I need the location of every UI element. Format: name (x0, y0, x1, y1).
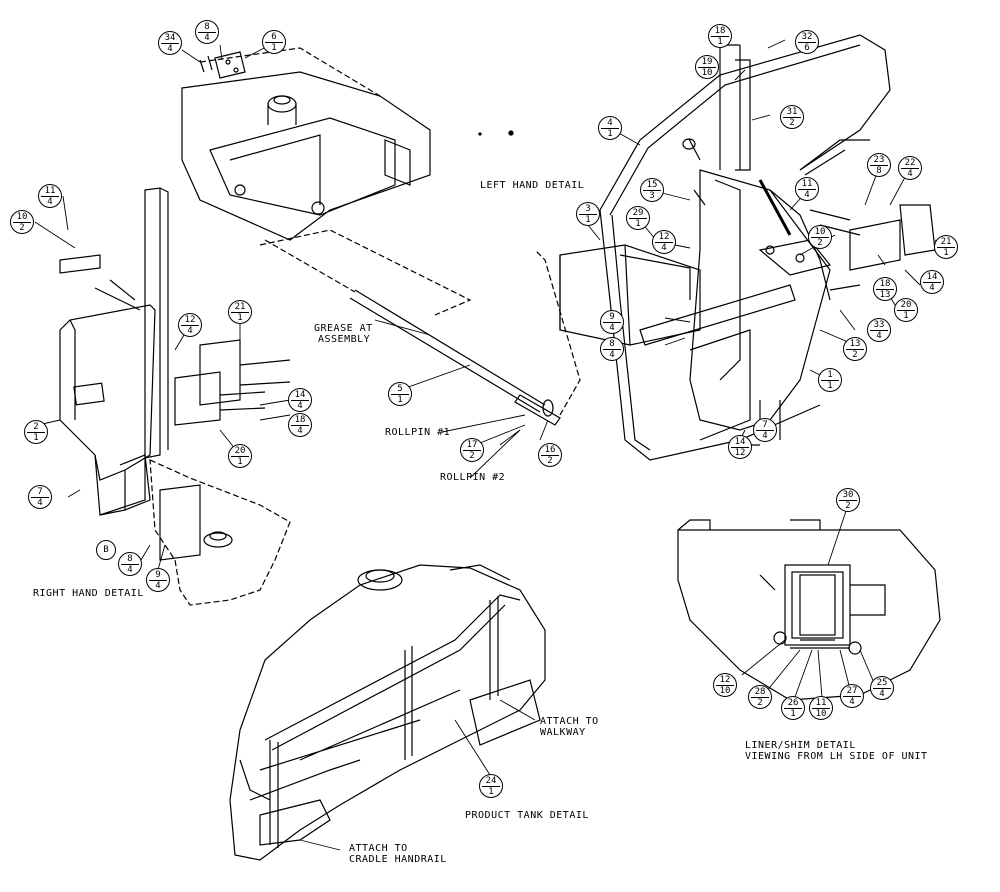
shaft-art (264, 239, 581, 426)
liner-shim-detail-label: LINER/SHIM DETAIL (745, 740, 856, 751)
attach-walkway-label-line2: WALKWAY (540, 727, 586, 738)
grease-label-line1: GREASE AT (314, 323, 373, 334)
detail-b-marker: B (96, 540, 116, 560)
liner-shim-sub-label: VIEWING FROM LH SIDE OF UNIT (745, 751, 928, 762)
rollpin2-label: ROLLPIN #2 (440, 472, 506, 483)
attach-cradle-label-line2: CRADLE HANDRAIL (349, 854, 447, 865)
left-hand-detail-label: LEFT HAND DETAIL (480, 180, 585, 191)
leader-lines (34, 34, 946, 851)
left-hand-detail-art (478, 34, 936, 461)
attach-walkway-label-line1: ATTACH TO (540, 716, 599, 727)
grease-label-line2: ASSEMBLY (318, 334, 371, 345)
product-tank-art (229, 564, 546, 861)
liner-shim-detail-art (677, 519, 941, 701)
rollpin1-label: ROLLPIN #1 (385, 427, 451, 438)
right-hand-detail-art (59, 187, 291, 606)
attach-cradle-label-line1: ATTACH TO (349, 843, 408, 854)
product-tank-detail-label: PRODUCT TANK DETAIL (465, 810, 589, 821)
top-bracket-art (181, 47, 472, 316)
right-hand-detail-label: RIGHT HAND DETAIL (33, 588, 144, 599)
